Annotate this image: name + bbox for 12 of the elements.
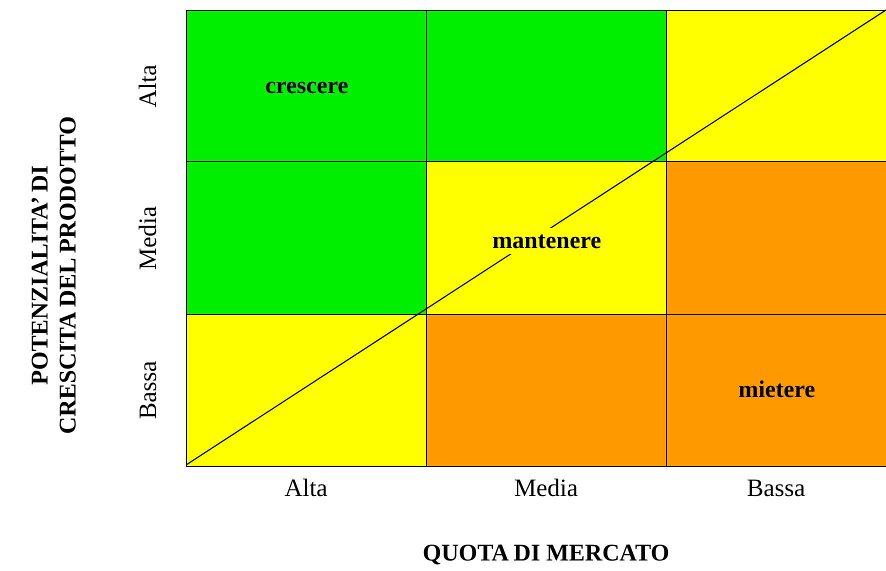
axis-category: Media xyxy=(514,475,578,503)
axis-category: Bassa xyxy=(746,475,806,503)
axis-title: POTENZIALITA’ DI CRESCITA DEL PRODOTTO xyxy=(27,115,82,436)
matrix-cell xyxy=(666,314,886,466)
quadrant-label: mantenere xyxy=(490,228,604,254)
matrix-cell xyxy=(186,10,428,162)
axis-category: Alta xyxy=(284,475,328,503)
axis-category: Media xyxy=(135,206,163,270)
axis-title: QUOTA DI MERCATO xyxy=(422,540,670,568)
axis-category: Alta xyxy=(135,64,163,108)
axis-category: Bassa xyxy=(135,360,163,419)
matrix-cell xyxy=(426,161,668,316)
